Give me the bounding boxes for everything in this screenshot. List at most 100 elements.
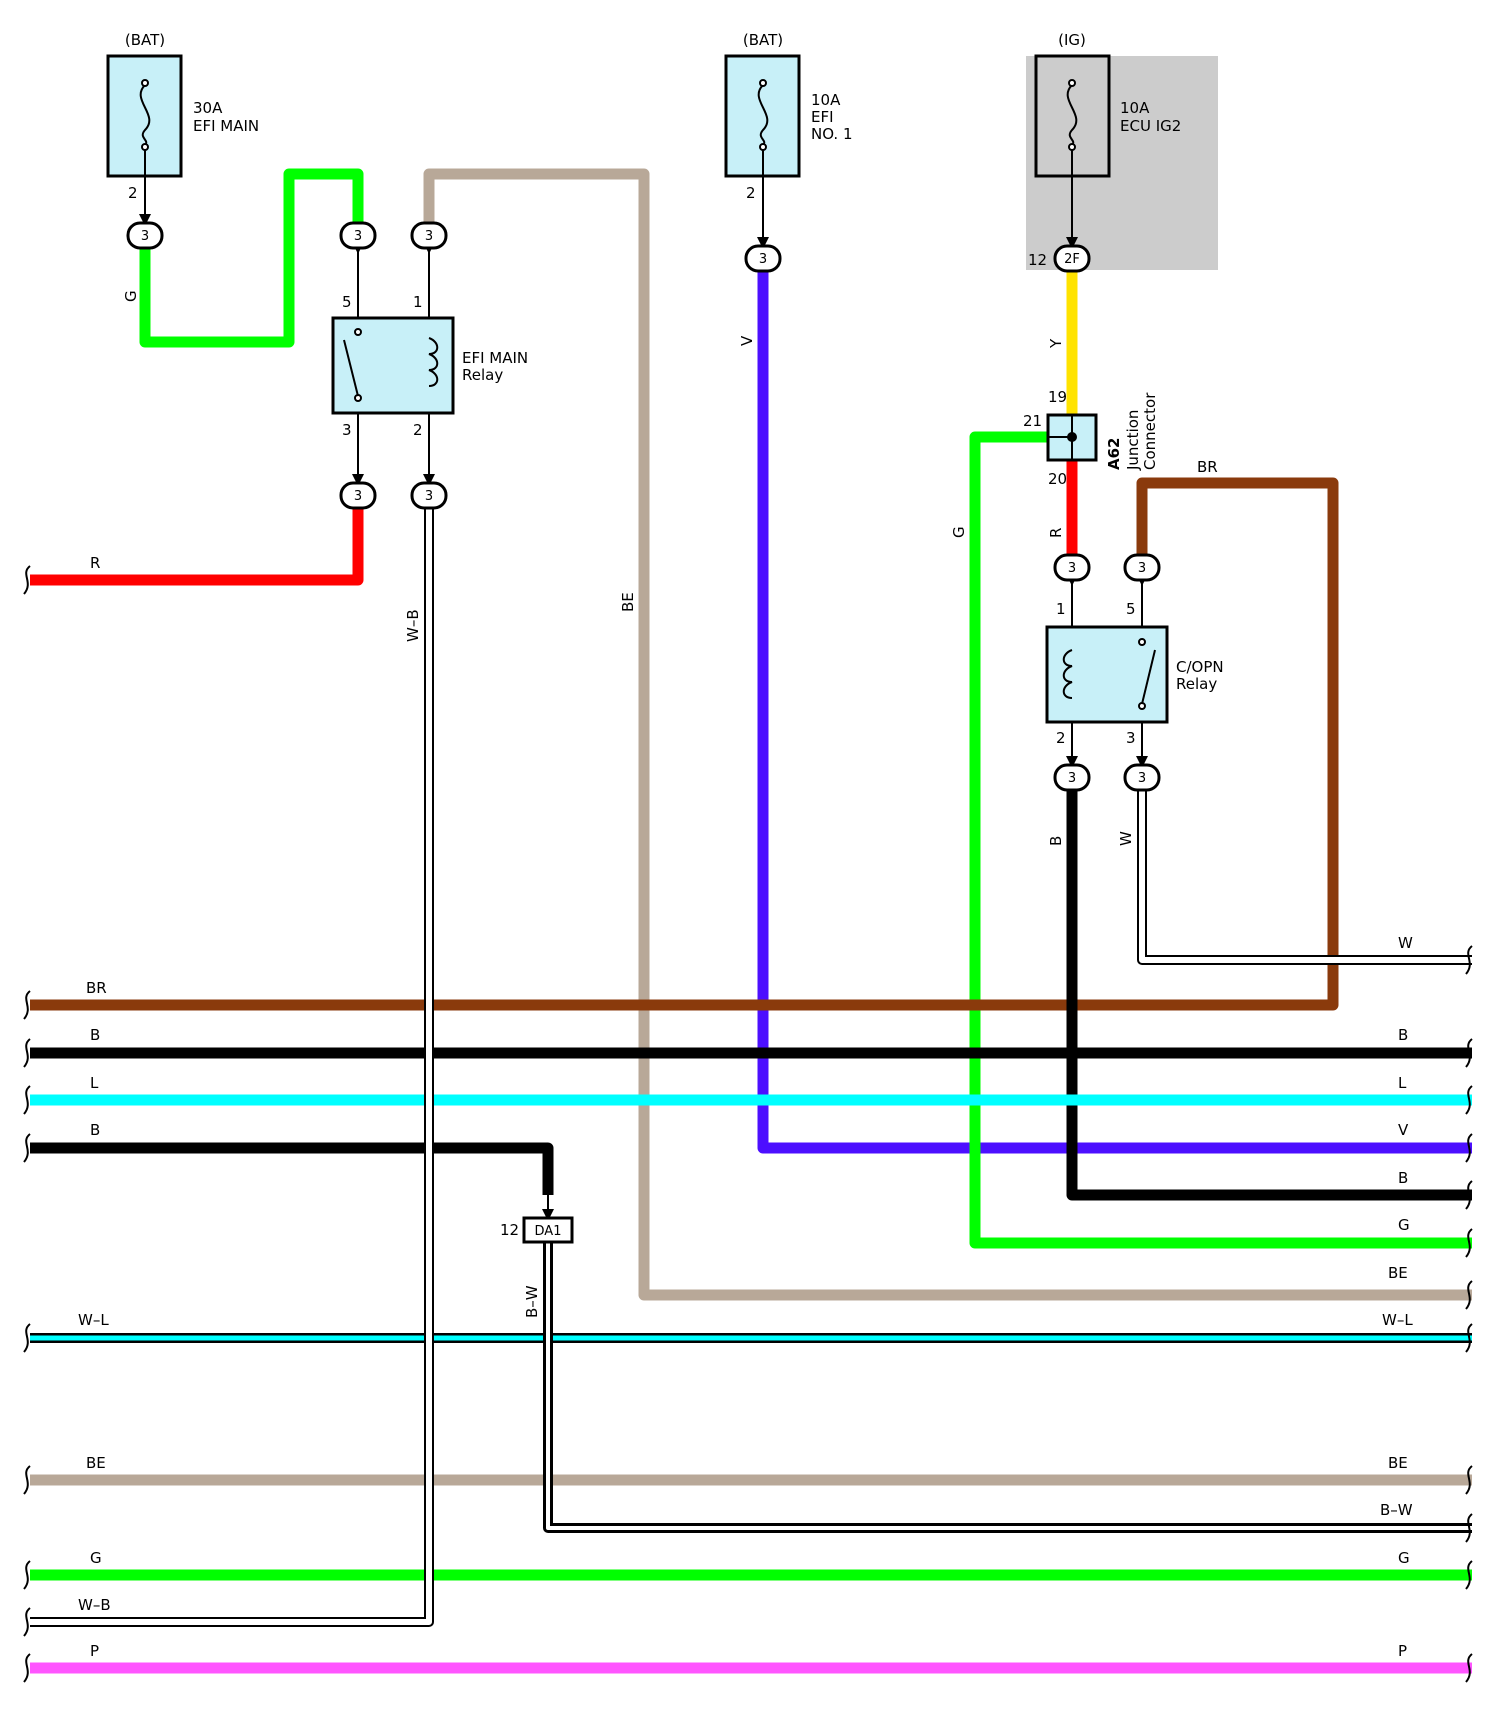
connector-da1: DA1 12	[500, 1180, 574, 1244]
svg-text:3: 3	[354, 229, 362, 244]
fuse-pin: 12	[1028, 251, 1047, 269]
bus-wire-b2	[30, 1142, 554, 1195]
fuse-source-label: (IG)	[1058, 31, 1086, 49]
connector-fuse2: 3	[744, 244, 782, 273]
bus-label-right: G	[1398, 1549, 1410, 1567]
wire-label-v-fuse: V	[738, 335, 756, 346]
relay-pin: 1	[413, 293, 423, 311]
relay-name-line2: Relay	[1176, 675, 1217, 693]
bus-label-right: W–L	[1382, 1311, 1413, 1329]
copn-relay: 1 5 2 3 C/OPN Relay	[1045, 574, 1224, 768]
right-break-marks	[1465, 945, 1473, 1683]
fuse-icon	[757, 84, 769, 146]
relay-pin: 5	[1126, 600, 1136, 618]
bus-label-left: W–B	[78, 1596, 111, 1614]
junction-pin-left: 21	[1023, 412, 1042, 430]
coil-icon	[1062, 649, 1073, 699]
svg-text:3: 3	[141, 229, 149, 244]
wire-label-g-fuse: G	[122, 290, 140, 302]
bus-label-left: BE	[86, 1454, 106, 1472]
da1-label: DA1	[535, 1224, 562, 1239]
bus-label-left: B	[90, 1121, 100, 1139]
junction-pin-bottom: 20	[1048, 470, 1067, 488]
wire-label-w-copn: W	[1117, 831, 1135, 846]
bus-label-right: BE	[1388, 1454, 1408, 1472]
bus-label-right: L	[1398, 1074, 1407, 1092]
coil-icon	[428, 337, 439, 387]
wire-v-fuse	[757, 270, 1472, 1154]
svg-text:3: 3	[425, 489, 433, 504]
fuse-source-label: (BAT)	[125, 31, 165, 49]
junction-name-line1: Junction	[1124, 410, 1142, 471]
wire-label-r-relay: R	[90, 554, 100, 572]
bus-label-right: V	[1398, 1121, 1409, 1139]
bus-label-right: P	[1398, 1642, 1407, 1660]
bus-label-right: B–W	[1380, 1501, 1413, 1519]
switch-icon	[343, 339, 359, 397]
connector-relay1-pin2: 3	[410, 481, 448, 510]
wire-label-y-ig: Y	[1047, 338, 1065, 349]
bus-label-right: G	[1398, 1216, 1410, 1234]
wire-label-b-copn: B	[1047, 836, 1065, 846]
wire-label-g-junction: G	[950, 526, 968, 538]
wire-g-junction	[969, 431, 1472, 1249]
wire-w-copn	[1137, 790, 1472, 965]
relay-pin: 5	[342, 293, 352, 311]
svg-text:3: 3	[1068, 771, 1076, 786]
connector-relay1-pin3: 3	[339, 481, 377, 510]
relay-pin: 2	[413, 421, 423, 439]
svg-text:3: 3	[1068, 561, 1076, 576]
svg-text:3: 3	[425, 229, 433, 244]
connector-relay2-pin5: 3	[1123, 553, 1161, 582]
da1-pin: 12	[500, 1221, 519, 1239]
junction-id: A62	[1105, 438, 1123, 470]
relay-pin: 1	[1056, 600, 1066, 618]
connector-relay2-pin3: 3	[1123, 763, 1161, 792]
bus-label-left: G	[90, 1549, 102, 1567]
fuse-name-line2: NO. 1	[811, 125, 853, 143]
connector-fuse1: 3	[126, 221, 164, 250]
connector-fuse3: 2F	[1053, 244, 1091, 273]
fuse-source-label: (BAT)	[743, 31, 783, 49]
connector-relay1-pin5: 3	[339, 221, 377, 250]
fuse-rating: 10A	[1120, 99, 1150, 117]
fuse-rating: 30A	[193, 99, 223, 117]
junction-pin-top: 19	[1048, 388, 1067, 406]
fuse-icon	[139, 84, 151, 146]
fuse-name: ECU IG2	[1120, 117, 1181, 135]
fuse-name-line1: EFI	[811, 108, 834, 126]
svg-text:3: 3	[1138, 771, 1146, 786]
efi-main-relay: 5 1 3 2 EFI MAIN Relay	[331, 242, 528, 486]
wire-be-relay	[423, 168, 1472, 1301]
fuse-name: EFI MAIN	[193, 117, 259, 135]
bus-label-right: W	[1398, 934, 1413, 952]
fuse-rating: 10A	[811, 91, 841, 109]
bus-label-left: P	[90, 1642, 99, 1660]
wire-g-fuse	[139, 168, 364, 348]
connector-relay2-pin1: 3	[1053, 553, 1091, 582]
fuse-efi-main: (BAT) 30A EFI MAIN 2	[106, 31, 259, 202]
bus-label-left: B	[90, 1026, 100, 1044]
wire-label-wb-relay: W–B	[404, 609, 422, 642]
bus-label-right: B	[1398, 1169, 1408, 1187]
wire-label-be-relay: BE	[619, 592, 637, 612]
relay-name-line1: C/OPN	[1176, 658, 1224, 676]
relay-pin: 2	[1056, 729, 1066, 747]
bus-label-left: L	[90, 1074, 99, 1092]
fuse-icon	[1066, 84, 1078, 146]
fuse-pin: 2	[746, 184, 756, 202]
relay-pin: 3	[1126, 729, 1136, 747]
left-break-marks	[23, 565, 31, 1683]
switch-icon	[1141, 649, 1156, 705]
wire-label-r-junction: R	[1047, 528, 1065, 538]
wire-r-relay	[30, 508, 364, 586]
wire-label-br-relay: BR	[1197, 458, 1218, 476]
svg-text:3: 3	[354, 489, 362, 504]
wire-br-relay	[30, 477, 1339, 1011]
bus-label-right: BE	[1388, 1264, 1408, 1282]
bus-label-left: W–L	[78, 1311, 109, 1329]
svg-text:2F: 2F	[1064, 252, 1080, 267]
wire-b-copn	[1066, 790, 1472, 1201]
fuse-pin: 2	[128, 184, 138, 202]
